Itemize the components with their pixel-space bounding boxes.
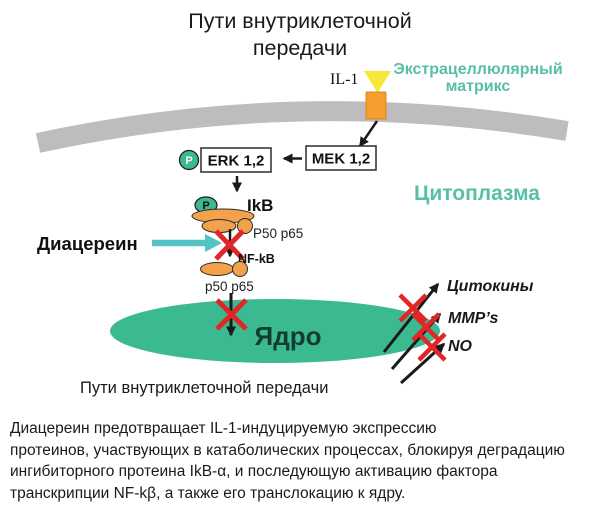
x-stroke	[417, 332, 447, 362]
figure-title-line2: передачи	[253, 36, 347, 60]
cell-membrane	[35, 101, 569, 153]
p50-p65-lower-label: p50 p65	[205, 279, 254, 294]
phosphate-badge-erk	[178, 149, 200, 171]
description-paragraph: Диацереин предотвращает IL-1-индуцируему…	[10, 418, 594, 504]
block-x-translocation	[215, 298, 248, 331]
figure-title-line1: Пути внутриклеточной	[188, 9, 411, 33]
nucleus-label: Ядро	[255, 321, 322, 351]
il1-receptor	[365, 91, 387, 120]
phosphate-letter-erk: P	[185, 155, 192, 167]
extracellular-matrix-label-line2: матрикс	[446, 78, 511, 95]
erk-box	[200, 147, 272, 173]
x-stroke	[214, 229, 245, 261]
arrow-receptor-to-mek	[358, 120, 379, 148]
p65-subunit-lower	[232, 261, 248, 277]
description-line: ингибиторного протеина IkB-α, и последую…	[10, 463, 498, 480]
block-x-nfkb-activation	[214, 229, 245, 261]
block-x-mmps	[411, 312, 441, 342]
x-stroke	[398, 293, 428, 323]
diacerein-label: Диацереин	[37, 233, 138, 254]
p50-p65-upper-label: P50 p65	[253, 226, 303, 241]
pathway-diagram: Пути внутриклеточной передачи IL-1 Экстр…	[35, 9, 569, 397]
extracellular-matrix-label-line1: Экстрацеллюлярный	[393, 61, 562, 78]
block-x-cytokines	[398, 293, 428, 323]
mek-label: MEK 1,2	[312, 151, 370, 168]
description-line: транскрипции NF-kβ, а также его транслок…	[10, 484, 406, 502]
il1-ligand-triangle-icon	[364, 71, 391, 93]
il1-label: IL-1	[330, 71, 358, 88]
nfkb-label: NF-kB	[238, 252, 275, 266]
description-line: Диацереин предотвращает IL-1-индуцируему…	[10, 420, 437, 437]
nucleus	[110, 299, 440, 363]
x-stroke	[411, 312, 441, 342]
cytoplasm-label: Цитоплазма	[414, 182, 540, 205]
mmps-label: MMP’s	[448, 310, 498, 327]
p50-subunit-lower	[200, 262, 234, 276]
no-label: NO	[448, 338, 473, 355]
erk-label: ERK 1,2	[208, 153, 265, 170]
x-stroke	[215, 298, 248, 331]
ikb-label: IkB	[247, 196, 273, 215]
cytokines-label: Цитокины	[447, 278, 534, 295]
mek-box	[305, 145, 377, 171]
arrow-nucleus-to-cytokines	[382, 282, 440, 353]
phosphate-letter-ikb: P	[202, 200, 209, 212]
figure-caption: Пути внутриклеточной передачи	[80, 379, 328, 397]
diacerein-arrowhead	[205, 234, 222, 252]
description-line: протеинов, участвующих в катаболических …	[10, 441, 565, 459]
block-x-no	[417, 332, 447, 362]
